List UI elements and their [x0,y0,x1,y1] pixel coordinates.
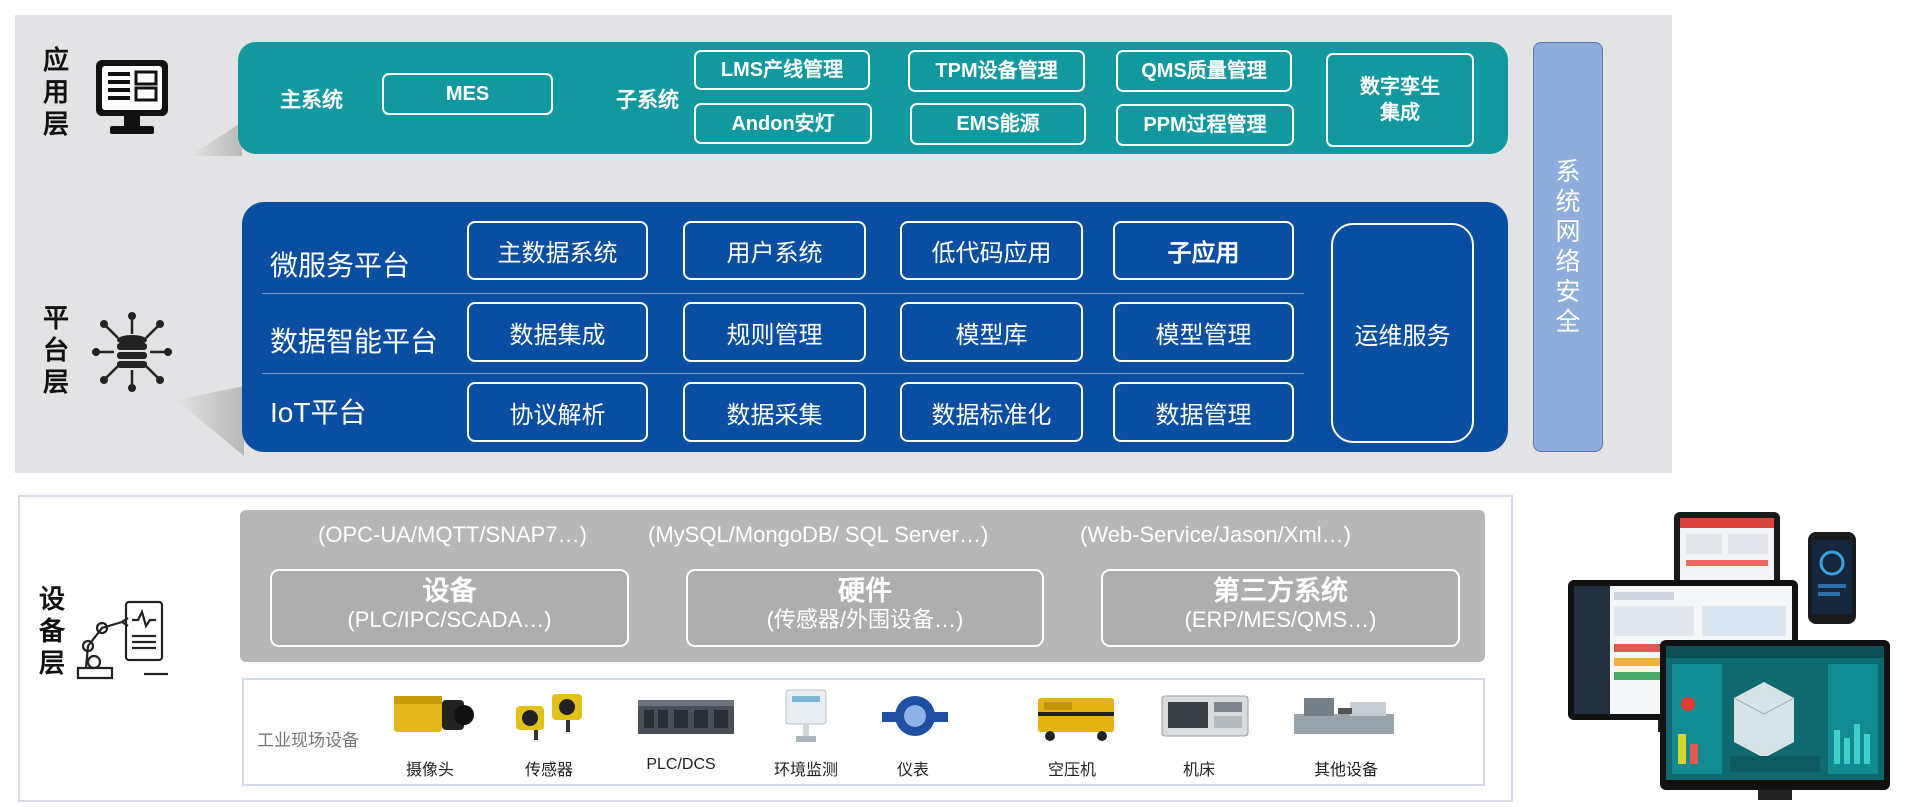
app-layer-label: 应用层 [40,44,76,140]
device-source-sub: (传感器/外围设备…) [688,607,1042,633]
subsystem-qms: QMS质量管理 [1116,50,1292,92]
platform-module: 模型库 [900,302,1083,362]
platform-module: 模型管理 [1113,302,1294,362]
monitor-icon [94,58,170,136]
robot-arm-icon [72,592,168,682]
device-layer-label: 设备层 [36,583,72,679]
protocol-text: (OPC-UA/MQTT/SNAP7…) [318,522,587,548]
ops-service-box: 运维服务 [1331,223,1474,443]
subsystem-lms: LMS产线管理 [694,50,870,90]
platform-module: 子应用 [1113,221,1294,280]
security-char: 全 [1555,307,1580,337]
plc-image [634,690,738,740]
security-char: 安 [1555,277,1580,307]
platform-module: 低代码应用 [900,221,1083,280]
platform-module: 主数据系统 [467,221,648,280]
protocol-text: (Web-Service/Jason/Xml…) [1080,522,1351,548]
microservice-platform-title: 微服务平台 [270,244,410,284]
other-equipment-image [1290,690,1402,744]
multi-device-dashboard-image [1562,508,1892,804]
device-source-box: 第三方系统 (ERP/MES/QMS…) [1101,569,1460,647]
platform-module: 数据集成 [467,302,648,362]
security-char: 统 [1555,187,1580,217]
platform-module: 用户系统 [683,221,866,280]
platform-layer-label: 平台层 [40,302,76,398]
machine-tool-image [1158,690,1252,742]
row-divider [262,373,1304,374]
field-device-label: 仪表 [853,756,973,780]
device-source-title: 设备 [272,575,627,607]
platform-module: 数据采集 [683,382,866,442]
platform-module: 协议解析 [467,382,648,442]
subsystem-andon: Andon安灯 [694,103,872,144]
device-source-title: 第三方系统 [1103,575,1458,607]
device-source-box: 设备 (PLC/IPC/SCADA…) [270,569,629,647]
device-source-sub: (ERP/MES/QMS…) [1103,607,1458,633]
security-char: 网 [1555,217,1580,247]
database-network-icon [92,312,172,392]
meter-image [880,686,950,746]
protocol-text: (MySQL/MongoDB/ SQL Server…) [648,522,988,548]
air-compressor-image [1034,688,1118,744]
subsystem-ppm: PPM过程管理 [1116,104,1294,146]
field-device-label: 机床 [1139,756,1259,780]
row-divider [262,293,1304,294]
field-device-label: 摄像头 [370,756,490,780]
network-security-column: 系 统 网 络 安 全 [1533,42,1603,452]
camera-image [386,688,476,744]
device-source-title: 硬件 [688,575,1042,607]
field-devices-title: 工业现场设备 [257,726,359,751]
subsystem-tpm: TPM设备管理 [908,50,1085,92]
field-device-label: 其他设备 [1286,756,1406,780]
data-intelligence-platform-title: 数据智能平台 [270,320,438,360]
platform-module: 规则管理 [683,302,866,362]
subsystem-ems: EMS能源 [910,103,1086,145]
sensor-image [510,684,590,744]
sub-system-label: 子系统 [616,84,679,114]
device-source-sub: (PLC/IPC/SCADA…) [272,607,627,633]
digital-twin-box: 数字孪生集成 [1326,53,1474,147]
field-device-label: 环境监测 [746,756,866,780]
environment-monitor-image [778,686,834,746]
device-source-box: 硬件 (传感器/外围设备…) [686,569,1044,647]
security-char: 络 [1555,247,1580,277]
iot-platform-title: IoT平台 [270,391,366,431]
field-device-label: 传感器 [489,756,609,780]
field-device-label: PLC/DCS [621,756,741,774]
security-char: 系 [1555,157,1580,187]
platform-module: 数据管理 [1113,382,1294,442]
main-system-label: 主系统 [280,84,343,114]
mes-box: MES [382,73,553,115]
field-device-label: 空压机 [1012,756,1132,780]
platform-module: 数据标准化 [900,382,1083,442]
